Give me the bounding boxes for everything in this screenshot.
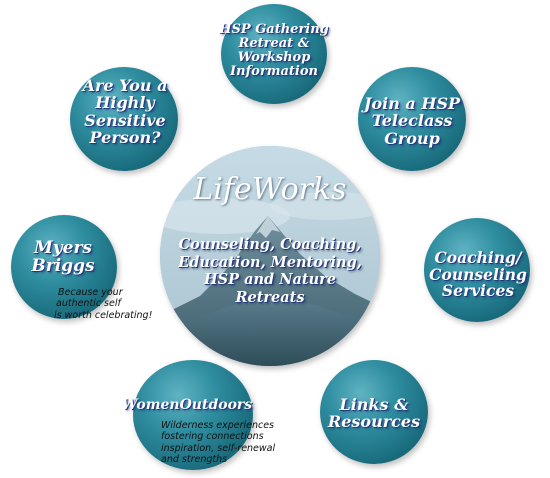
myers-briggs-circle[interactable]	[11, 215, 117, 319]
myers-briggs-tagline: Because your authentic self is worth cel…	[54, 287, 152, 321]
myers-tagline-line-1: Because your	[58, 287, 123, 298]
lifeworks-center-circle[interactable]: LifeWorks Counseling, Coaching, Educatio…	[160, 146, 380, 366]
links-line-1: Links &	[339, 395, 409, 414]
women-tagline-line-4: and strengths	[161, 454, 228, 466]
women-outdoors-title: WomenOutdoors	[121, 397, 253, 413]
mountain-photo	[160, 146, 380, 366]
women-tagline-line-1: Wilderness experiences	[161, 420, 275, 431]
women-outdoors-tagline: Wilderness experiences fostering connect…	[161, 420, 275, 466]
myers-tagline-line-3: is worth celebrating!	[54, 309, 153, 321]
hsp-gathering-line-2: Retreat &	[238, 36, 310, 52]
coaching-link[interactable]: Coaching/ Counseling Services	[414, 248, 542, 301]
hsp-gathering-line-4: Information	[230, 64, 318, 80]
hsp-person-line-4: Person?	[89, 127, 161, 147]
center-line-3: HSP and Nature	[203, 271, 336, 289]
lifeworks-services-text: Counseling, Coaching, Education, Mentori…	[160, 236, 380, 307]
coaching-line-3: Services	[441, 281, 515, 301]
teleclass-line-3: Group	[384, 128, 440, 148]
teleclass-link[interactable]: Join a HSP Teleclass Group	[348, 95, 476, 147]
coaching-line-1: Coaching/	[434, 248, 522, 267]
teleclass-line-1: Join a HSP	[363, 94, 461, 113]
teleclass-line-2: Teleclass	[371, 111, 453, 131]
women-tagline-line-3: inspiration, self-renewal	[161, 442, 276, 454]
women-outdoors-circle[interactable]	[133, 360, 253, 470]
hsp-gathering-line-1: HSP Gathering	[219, 22, 329, 37]
myers-briggs-line-2: Briggs	[31, 256, 95, 277]
links-line-2: Resources	[327, 412, 421, 432]
lifeworks-title: LifeWorks	[193, 172, 347, 207]
center-line-4: Retreats	[235, 289, 305, 307]
women-tagline-line-2: fostering connections	[161, 431, 264, 443]
myers-briggs-link[interactable]: Myers Briggs	[28, 239, 98, 276]
hsp-person-link[interactable]: Are You a Highly Sensitive Person?	[60, 77, 190, 146]
links-resources-circle[interactable]	[320, 360, 428, 464]
hsp-gathering-link[interactable]: HSP Gathering Retreat & Workshop Informa…	[214, 22, 334, 80]
myers-briggs-line-1: Myers	[33, 238, 93, 258]
hsp-person-line-3: Sensitive	[84, 110, 166, 130]
coaching-circle[interactable]	[424, 218, 530, 322]
hsp-person-line-2: Highly	[95, 93, 155, 113]
center-line-2: Education, Mentoring,	[178, 253, 362, 271]
hsp-gathering-line-3: Workshop	[237, 50, 311, 66]
hsp-gathering-circle[interactable]	[221, 4, 327, 104]
women-outdoors-link[interactable]: WomenOutdoors	[112, 397, 262, 413]
links-resources-link[interactable]: Links & Resources	[314, 396, 434, 431]
myers-tagline-line-2: authentic self	[56, 298, 121, 310]
hsp-person-line-1: Are You a	[82, 76, 168, 95]
center-line-1: Counseling, Coaching,	[178, 236, 362, 253]
coaching-line-2: Counseling	[429, 264, 527, 284]
